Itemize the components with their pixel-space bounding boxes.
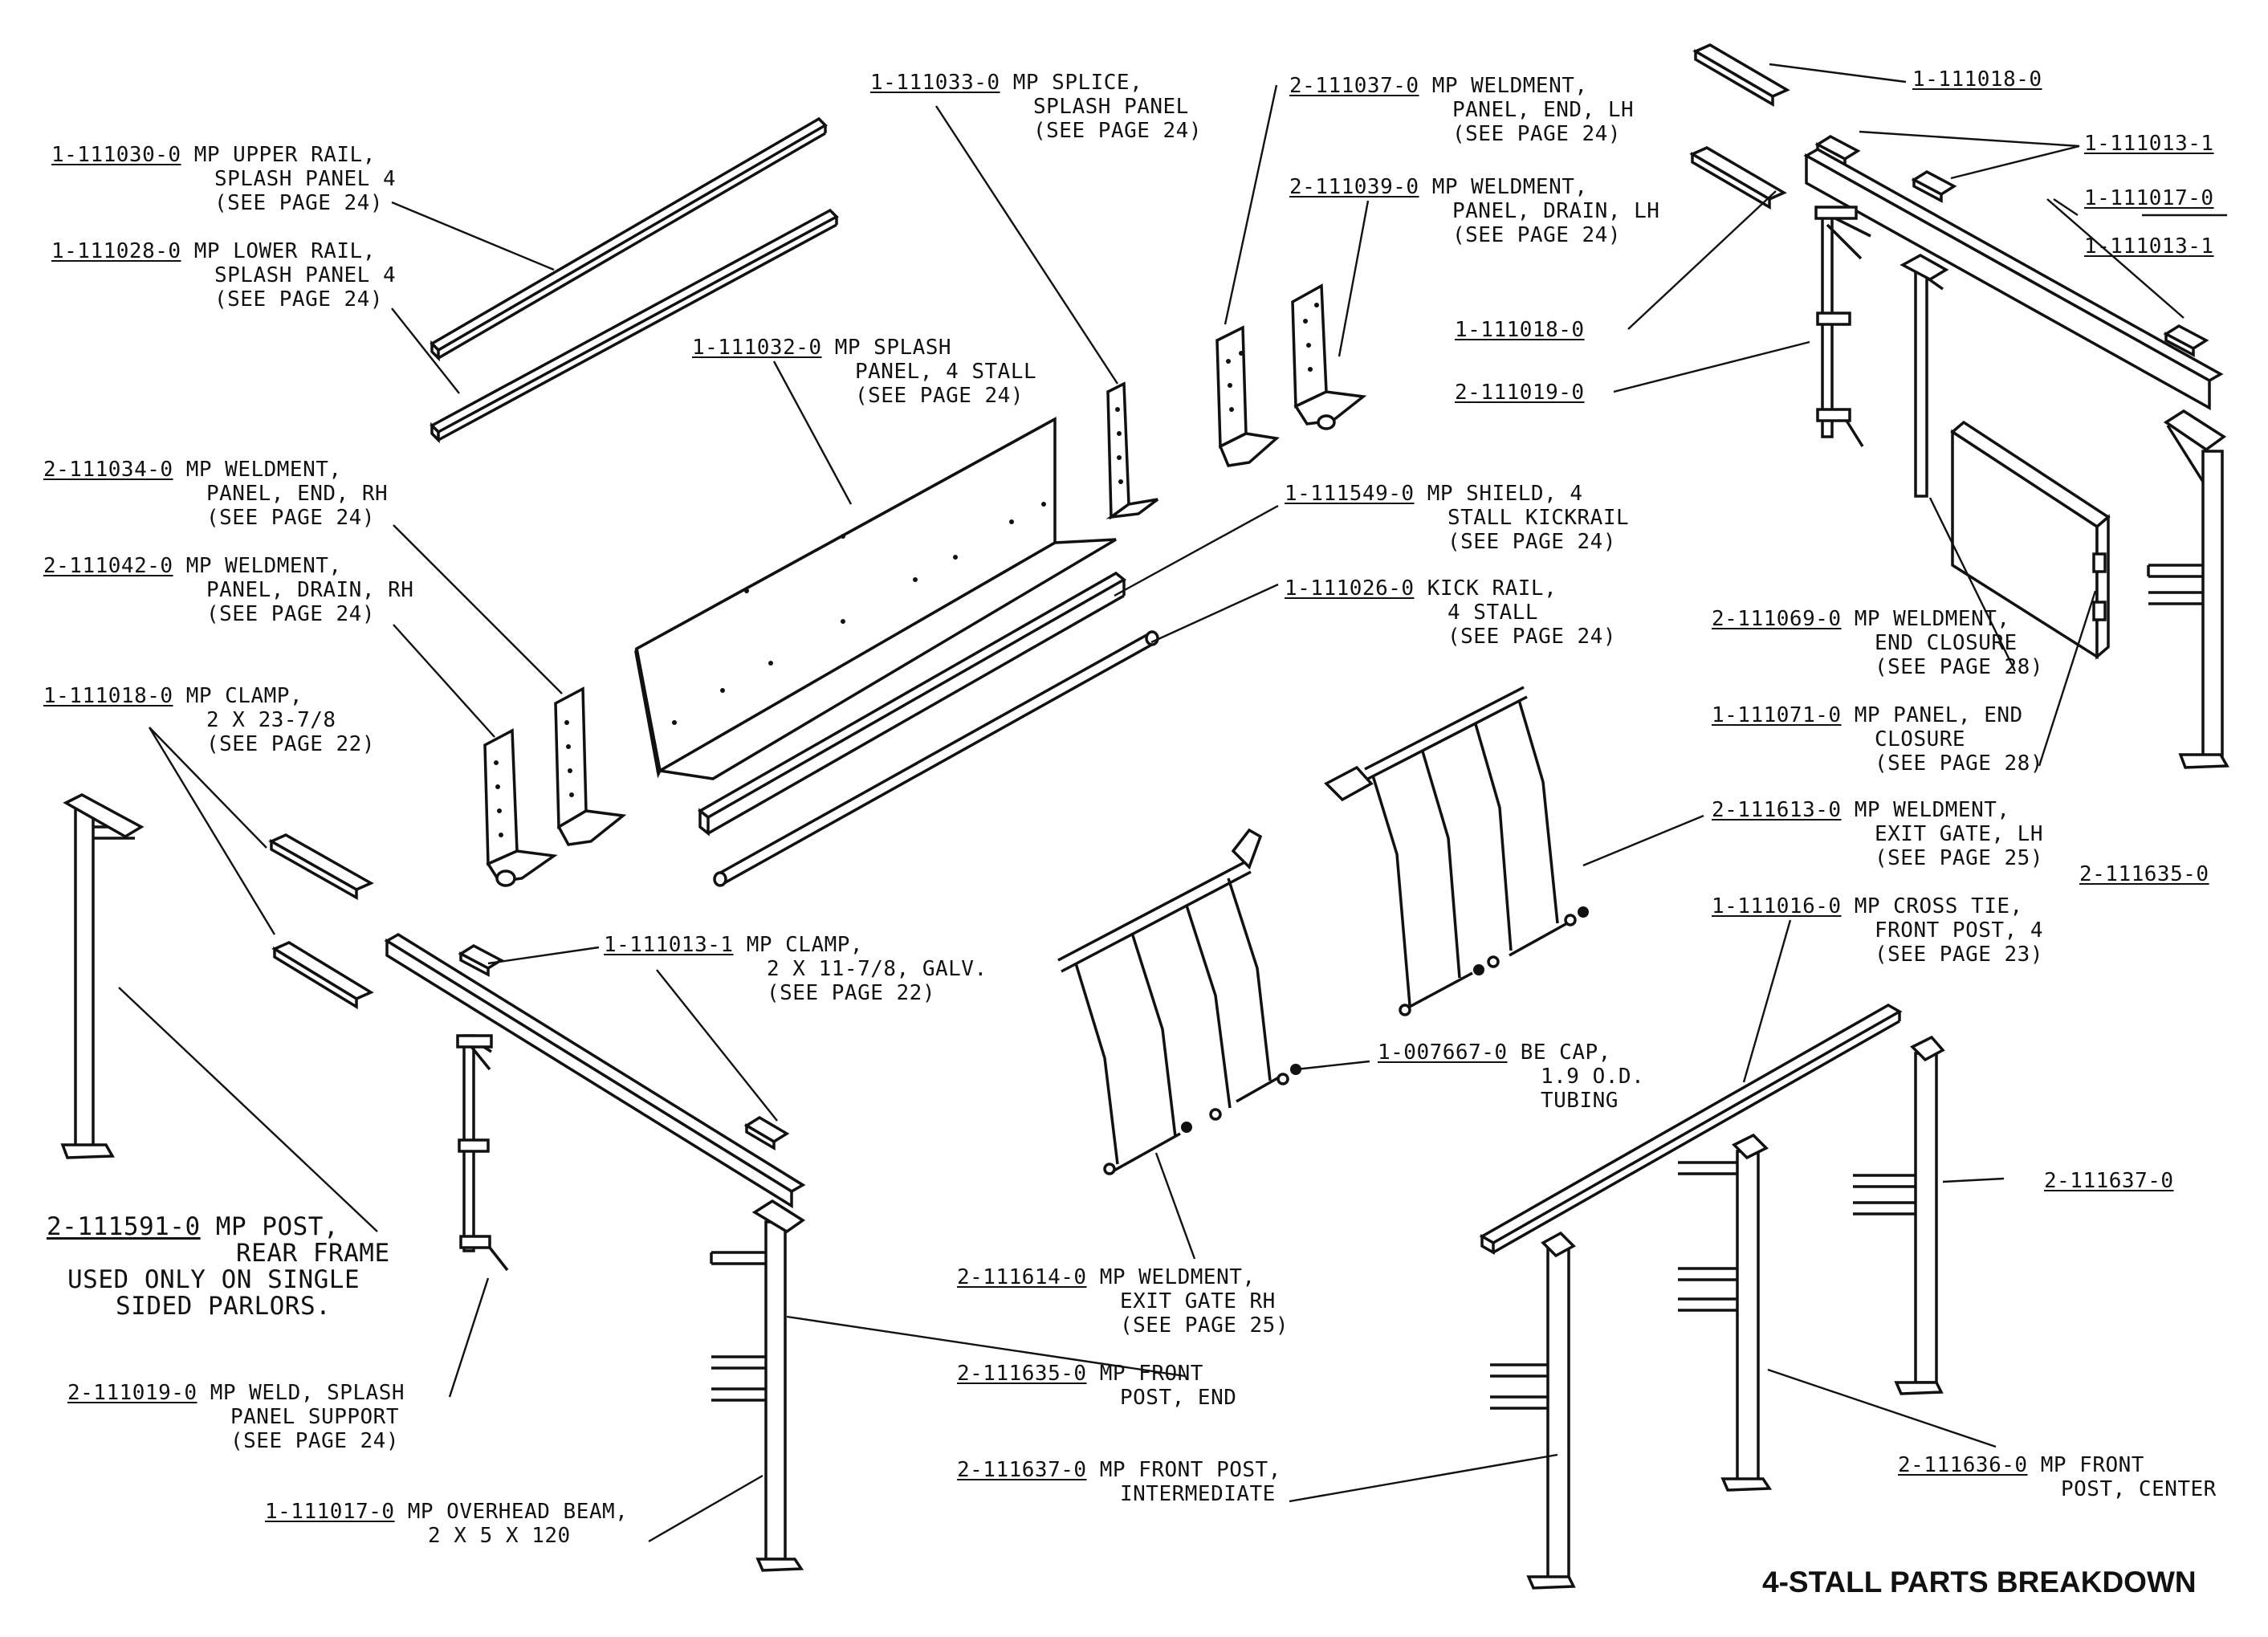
splice-part: [1105, 381, 1159, 520]
splash-support-right-b: [1900, 253, 1949, 498]
splash-support-right-a: [1814, 206, 1871, 447]
drain-panel-rh-label: 2-111042-0 MP WELDMENT,PANEL, DRAIN, RH(…: [43, 554, 414, 626]
end-panel-rh-label: 2-111034-0 MP WELDMENT,PANEL, END, RH(SE…: [43, 458, 389, 530]
overhead-beam-right: [1803, 147, 2224, 410]
upper-rail-label: 1-111030-0 MP UPPER RAIL,SPLASH PANEL 4(…: [51, 143, 397, 215]
upper-rail-part: [430, 116, 828, 362]
drain-panel-lh-label: 2-111039-0 MP WELDMENT,PANEL, DRAIN, LH(…: [1289, 175, 1660, 247]
front-post-end-right: [2147, 409, 2229, 769]
overhead-beam-left: [384, 932, 806, 1209]
front-post-intermediate-label: 2-111637-0 MP FRONT POST,INTERMEDIATE: [957, 1458, 1281, 1506]
callout-clamp-long-mid: 1-111018-0: [1455, 318, 1585, 342]
kick-rail-label: 1-111026-0 KICK RAIL,4 STALL(SEE PAGE 24…: [1285, 576, 1616, 649]
clamp-long-label: 1-111018-0 MP CLAMP,2 X 23-7/8(SEE PAGE …: [43, 684, 375, 756]
front-post-intermediate-a: [1490, 1231, 1576, 1590]
leader-lines: [118, 63, 2227, 1543]
end-panel-rh-part: [554, 686, 627, 846]
end-closure-label: 2-111069-0 MP WELDMENT,END CLOSURE(SEE P…: [1712, 607, 2043, 679]
callout-support-right: 2-111019-0: [1455, 381, 1585, 405]
callout-post-end-right: 2-111635-0: [2079, 862, 2209, 886]
cross-tie-label: 1-111016-0 MP CROSS TIE,FRONT POST, 4(SE…: [1712, 894, 2043, 967]
splash-support-left: [456, 1034, 509, 1272]
exit-gate-lh-part: [1324, 686, 1589, 1016]
end-panel-lh-part: [1215, 325, 1280, 467]
overhead-beam-label: 1-111017-0 MP OVERHEAD BEAM,2 X 5 X 120: [265, 1500, 629, 1548]
callout-clamp-long-top: 1-111018-0: [1912, 67, 2042, 92]
callout-beam-right: 1-111017-0: [2084, 186, 2214, 210]
callout-clamp-short-a: 1-111013-1: [2084, 132, 2214, 156]
cross-tie-part: [1479, 1003, 1903, 1256]
be-cap-label: 1-007667-0 BE CAP,1.9 O.D.TUBING: [1378, 1040, 1645, 1113]
splice-label: 1-111033-0 MP SPLICE,SPLASH PANEL(SEE PA…: [870, 71, 1202, 143]
front-post-intermediate-b: [1853, 1035, 1945, 1395]
clamp-long-mid-right: [1689, 146, 1787, 210]
clamp-short-tr-b: [1911, 169, 1957, 203]
front-post-end-left: [710, 1199, 806, 1572]
lower-rail-part: [430, 208, 839, 444]
clamp-short-left-b: [743, 1115, 790, 1151]
lower-rail-label: 1-111028-0 MP LOWER RAIL,SPLASH PANEL 4(…: [51, 239, 397, 312]
exit-gate-rh-label: 2-111614-0 MP WELDMENT,EXIT GATE RH(SEE …: [957, 1265, 1289, 1338]
callout-post-inter-right: 2-111637-0: [2044, 1169, 2174, 1193]
callout-clamp-short-b: 1-111013-1: [2084, 234, 2214, 259]
clamp-long-top-right: [1692, 43, 1790, 108]
splash-panel-holes: [672, 502, 1046, 725]
kick-rail-part: [713, 630, 1159, 887]
page-title: 4-STALL PARTS BREAKDOWN: [1762, 1566, 2197, 1598]
exit-gate-rh-part: [1057, 828, 1301, 1175]
drain-panel-rh-part: [483, 728, 558, 887]
clamp-short-left-a: [458, 943, 504, 977]
clamp-long-left-b: [271, 941, 374, 1010]
clamp-short-label: 1-111013-1 MP CLAMP,2 X 11-7/8, GALV.(SE…: [604, 933, 987, 1005]
splash-panel-part: [634, 417, 1117, 780]
drain-panel-lh-part: [1291, 283, 1367, 430]
end-closure-panel: [1950, 420, 2111, 660]
kickrail-shield-part: [697, 571, 1127, 837]
clamp-short-tr-c: [2163, 324, 2209, 357]
exit-gate-lh-label: 2-111613-0 MP WELDMENT,EXIT GATE, LH(SEE…: [1712, 798, 2043, 870]
end-panel-lh-label: 2-111037-0 MP WELDMENT,PANEL, END, LH(SE…: [1289, 74, 1635, 146]
front-post-center: [1678, 1133, 1773, 1492]
rear-frame-post: [60, 793, 145, 1159]
clamp-long-left-a: [268, 833, 374, 901]
